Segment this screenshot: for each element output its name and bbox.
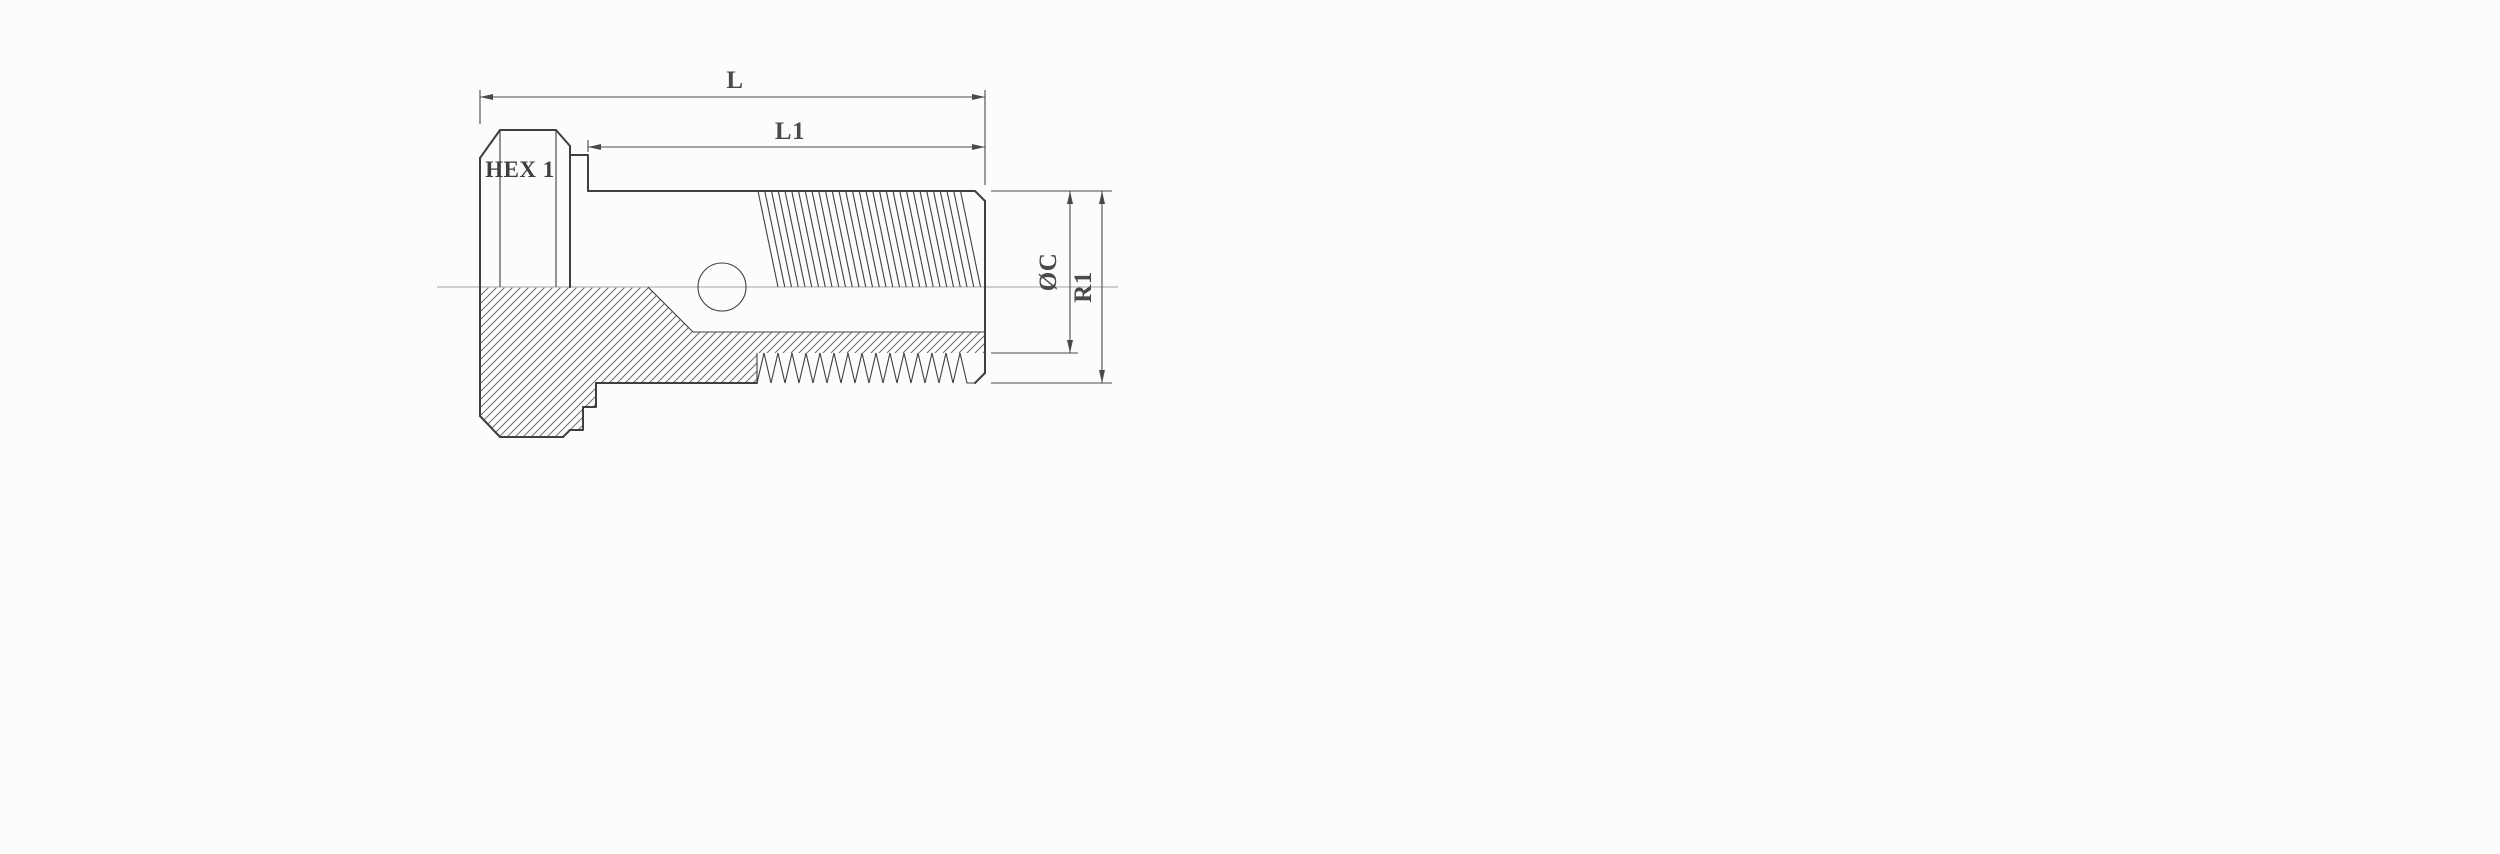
arrow-L1-right	[972, 144, 985, 150]
hex-head-bottom-edge	[479, 415, 571, 438]
shank-top-edge	[587, 190, 986, 202]
hex-head-outline	[479, 129, 571, 159]
thread-flank-lines	[757, 190, 982, 288]
part-outline	[479, 129, 986, 438]
arrow-L-left	[480, 94, 493, 100]
flange-bottom-step	[569, 382, 597, 431]
arrow-L1-left	[588, 144, 601, 150]
external-threads	[757, 190, 982, 288]
dimensions: L L1 ØC R1	[479, 67, 1112, 384]
arrow-L-right	[972, 94, 985, 100]
arrow-diameter-bottom	[1067, 340, 1073, 353]
dim-label-overall-length: L	[726, 67, 743, 94]
arrow-thread-bottom	[1099, 370, 1105, 383]
dim-label-thread-length: L1	[775, 118, 805, 145]
arrow-thread-top	[1099, 191, 1105, 204]
flange-outline	[569, 154, 589, 288]
shank-end-chamfer	[974, 372, 986, 384]
dim-label-diameter: ØC	[1035, 253, 1062, 292]
hex-facet-lines	[499, 130, 557, 287]
dim-label-thread-size: R1	[1070, 271, 1097, 303]
drill-cone-line	[647, 286, 694, 333]
cut-material-hatch	[480, 287, 985, 437]
thread-section-profile	[756, 352, 975, 384]
hex-size-label: HEX 1	[485, 157, 555, 182]
extension-lines	[479, 90, 1112, 384]
arrow-diameter-top	[1067, 191, 1073, 204]
cross-hole-circle	[697, 262, 747, 312]
section-hatching	[480, 287, 985, 437]
